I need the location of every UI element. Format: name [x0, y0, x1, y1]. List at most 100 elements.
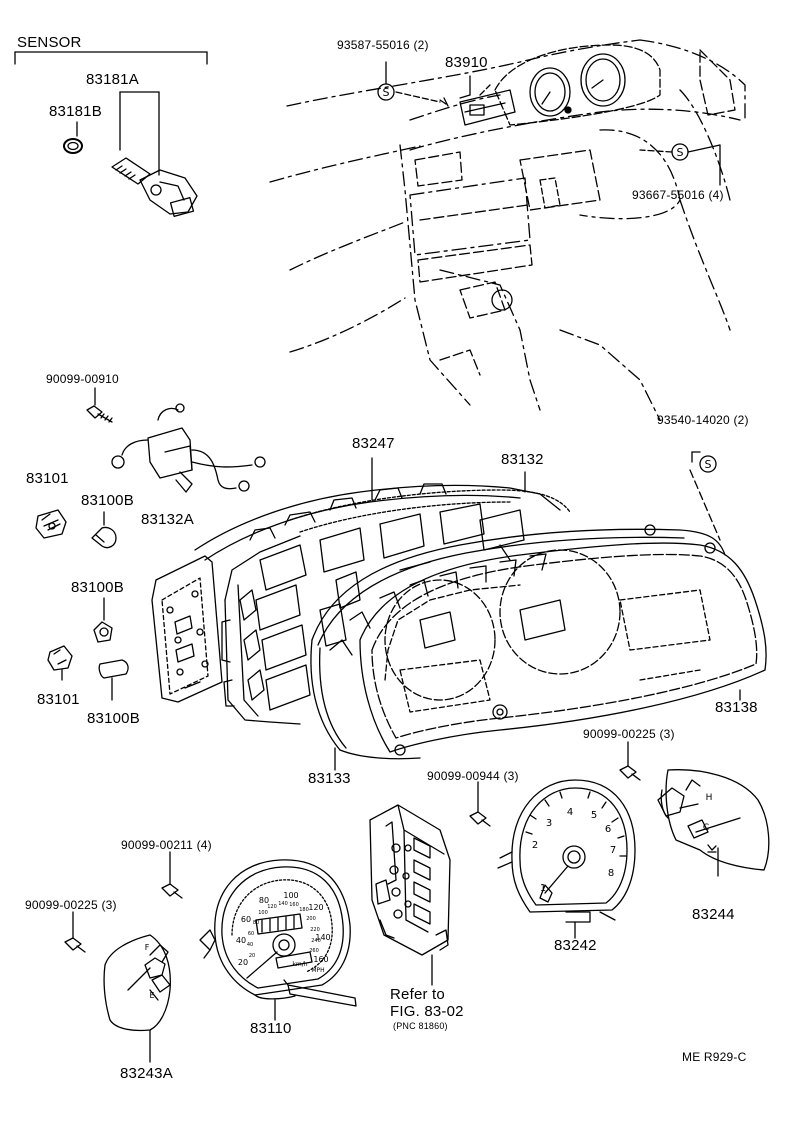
tach-tick-2: 2	[532, 840, 538, 851]
label-83101-bottom: 83101	[37, 691, 80, 708]
screw-90099-00211	[161, 851, 183, 899]
printed-circuit-plate	[151, 555, 223, 703]
wire-harness-83132a	[111, 403, 266, 493]
label-83910: 83910	[445, 54, 488, 71]
tach-tick-5: 5	[591, 810, 597, 821]
label-83242: 83242	[554, 937, 597, 954]
label-90099-00211: 90099-00211 (4)	[121, 838, 212, 852]
fuel-e: E	[149, 991, 154, 1000]
temp-c: C	[703, 823, 709, 833]
screw-90099-00225-right	[619, 741, 641, 781]
tach-tick-8: 8	[608, 868, 614, 879]
speedo-km-200: 200	[306, 916, 316, 922]
page-code: ME R929-C	[682, 1050, 747, 1064]
speedo-tick-40: 40	[236, 936, 246, 945]
speedo-km-160: 160	[289, 902, 299, 908]
bulb-83100b-bottom	[98, 659, 129, 701]
speedo-km-80: 80	[253, 920, 259, 926]
speedo-tick-60: 60	[241, 915, 251, 924]
label-83181a: 83181A	[86, 71, 139, 88]
cluster-lens-83133	[310, 528, 726, 760]
circuit-plate-81860	[369, 804, 451, 986]
label-83100b-top: 83100B	[81, 492, 134, 509]
label-83138: 83138	[715, 699, 758, 716]
tach-tick-4: 4	[567, 807, 573, 818]
label-90099-00225-right: 90099-00225 (3)	[583, 727, 675, 741]
label-83100b-bottom: 83100B	[87, 710, 140, 727]
speedo-tick-140: 140	[315, 933, 330, 942]
speedo-km-40: 40	[247, 942, 253, 948]
temp-h: H	[706, 793, 713, 803]
s-mark-letters: S S S	[383, 86, 712, 471]
speedometer-83110	[199, 859, 357, 1021]
fuel-f: F	[145, 943, 150, 952]
speed-sensor-83181a	[111, 157, 198, 217]
sensor-group-bracket	[14, 51, 208, 65]
label-83132: 83132	[501, 451, 544, 468]
speedo-km-60: 60	[248, 931, 254, 937]
speedo-unit-mph: MPH	[311, 967, 324, 974]
label-90099-00910: 90099-00910	[46, 372, 119, 386]
o-ring-83181b	[63, 138, 83, 154]
screw-90099-00944	[469, 781, 491, 827]
refer-fig-label: FIG. 83-02	[390, 1003, 464, 1020]
s-mark-2: S	[677, 146, 684, 159]
speedo-dial-numerals: 20 40 60 80 100 120 140 160	[236, 891, 331, 967]
tach-tick-6: 6	[605, 824, 611, 835]
speedo-tick-100: 100	[283, 891, 298, 900]
socket-83101-bottom	[47, 645, 73, 681]
label-83244: 83244	[692, 906, 735, 923]
tach-tick-7: 7	[610, 845, 616, 856]
cluster-board-83132	[289, 471, 571, 561]
label-83110: 83110	[250, 1020, 292, 1037]
tachometer-83242	[497, 779, 636, 939]
label-93540-14020: 93540-14020 (2)	[657, 413, 749, 427]
middle-leaders	[334, 457, 741, 771]
combination-meter-83910	[439, 75, 516, 126]
refer-to-label: Refer to	[390, 986, 445, 1003]
label-83181b: 83181B	[49, 103, 102, 120]
tach-dial-numerals: 1 2 3 4 5 6 7 8	[532, 807, 616, 894]
label-93587-55016: 93587-55016 (2)	[337, 38, 429, 52]
speedo-km-scale: 20 40 60 80 100 120 140 160 180 200 220 …	[247, 901, 321, 959]
label-sensor: SENSOR	[17, 34, 82, 51]
speedo-km-120: 120	[267, 904, 277, 910]
label-83243a: 83243A	[120, 1065, 173, 1082]
speedo-km-20: 20	[249, 953, 255, 959]
cluster-case-83247	[194, 483, 561, 725]
s-mark-1: S	[383, 86, 390, 99]
temp-gauge-83244	[657, 769, 770, 877]
speedo-tick-120: 120	[308, 903, 323, 912]
fuel-gauge-letters: F E	[145, 943, 155, 1000]
screw-90099-00910	[86, 387, 113, 423]
speedo-km-100: 100	[258, 910, 268, 916]
speedo-tick-20: 20	[238, 958, 248, 967]
label-93667-55016: 93667-55016 (4)	[632, 188, 724, 202]
label-90099-00944: 90099-00944 (3)	[427, 769, 519, 783]
speedo-km-140: 140	[278, 901, 288, 907]
sensor-leaders	[76, 91, 160, 176]
s-mark-3: S	[705, 458, 712, 471]
speedo-tick-160: 160	[313, 955, 328, 964]
s-marks-dashboard	[377, 61, 721, 186]
speedo-km-180: 180	[299, 907, 309, 913]
label-83101-top: 83101	[26, 470, 69, 487]
label-90099-00225-left: 90099-00225 (3)	[25, 898, 117, 912]
refer-pnc-label: (PNC 81860)	[393, 1021, 448, 1031]
socket-83101-top	[35, 509, 67, 539]
socket-83100b-mid	[93, 597, 113, 643]
speedo-tick-80: 80	[259, 896, 269, 905]
label-83100b-mid: 83100B	[71, 579, 124, 596]
bulb-83100b-top	[91, 511, 117, 549]
cluster-face-83138	[359, 469, 767, 756]
fuel-gauge-83243a	[103, 934, 171, 1063]
label-83132a: 83132A	[141, 511, 194, 528]
speedo-unit-kmh: km/h	[292, 961, 307, 968]
dashboard-cluster	[494, 44, 661, 126]
screw-90099-00225-left	[64, 911, 86, 953]
s-mark-93540	[691, 451, 717, 473]
speedo-km-260: 260	[309, 948, 319, 954]
tach-tick-1: 1	[540, 883, 546, 894]
